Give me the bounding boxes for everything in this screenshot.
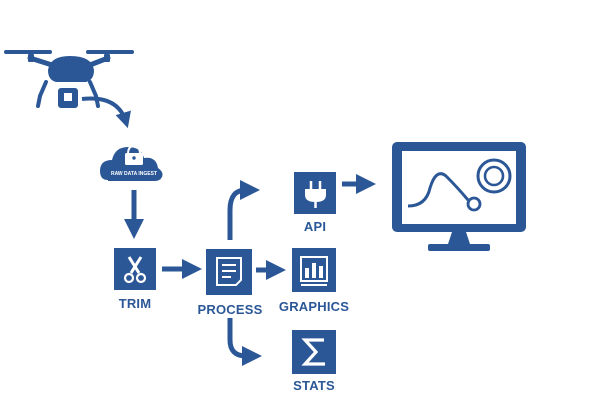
document-icon [206,249,252,295]
monitor-chart-icon [392,142,526,251]
sigma-icon [292,330,336,374]
bar-chart-icon [292,248,336,292]
process-to-api-arrow [227,180,260,240]
lock-cloud-icon [100,144,163,181]
drone-to-ingest-arrow [81,96,131,129]
stats-label: STATS [293,378,335,393]
process-label: PROCESS [197,302,263,317]
api-label: API [303,219,327,234]
trim-label: TRIM [118,296,152,311]
process-to-stats-arrow [227,318,262,366]
scissors-icon [114,248,156,290]
ingest-label: RAW DATA INGEST [110,171,157,177]
plug-icon [294,172,336,214]
graphics-label: GRAPHICS [278,299,350,314]
drone-icon [4,50,134,108]
